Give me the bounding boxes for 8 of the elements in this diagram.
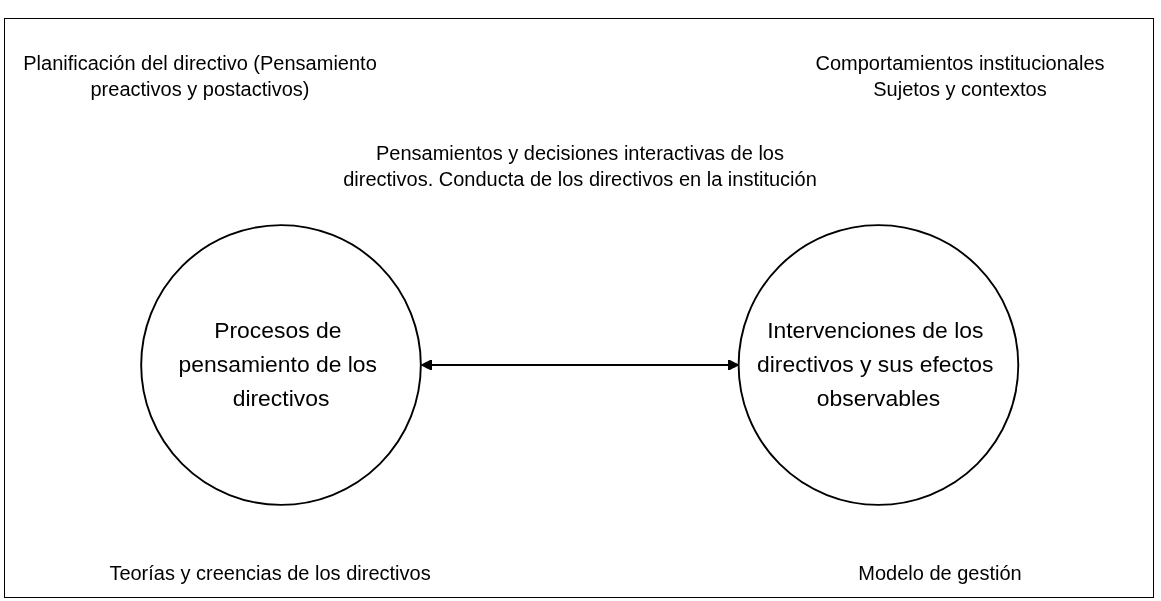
note-text: Pensamientos y decisiones interactivas de los directivos. Conducta de los directivos en la institución	[342, 141, 818, 192]
node-circle: Procesos de pensamiento de los directivos	[140, 224, 423, 506]
arrow	[421, 359, 740, 371]
note-text: Planificación del directivo (Pensamiento preactivos y postactivos)	[22, 51, 378, 102]
node-circle: Intervenciones de los directivos y sus efectos observables	[737, 224, 1020, 506]
note-text: Modelo de gestión	[857, 561, 1023, 586]
note-text: Comportamientos institucionales Sujetos y contextos	[814, 51, 1106, 102]
note-text: Teorías y creencias de los directivos	[108, 561, 432, 586]
